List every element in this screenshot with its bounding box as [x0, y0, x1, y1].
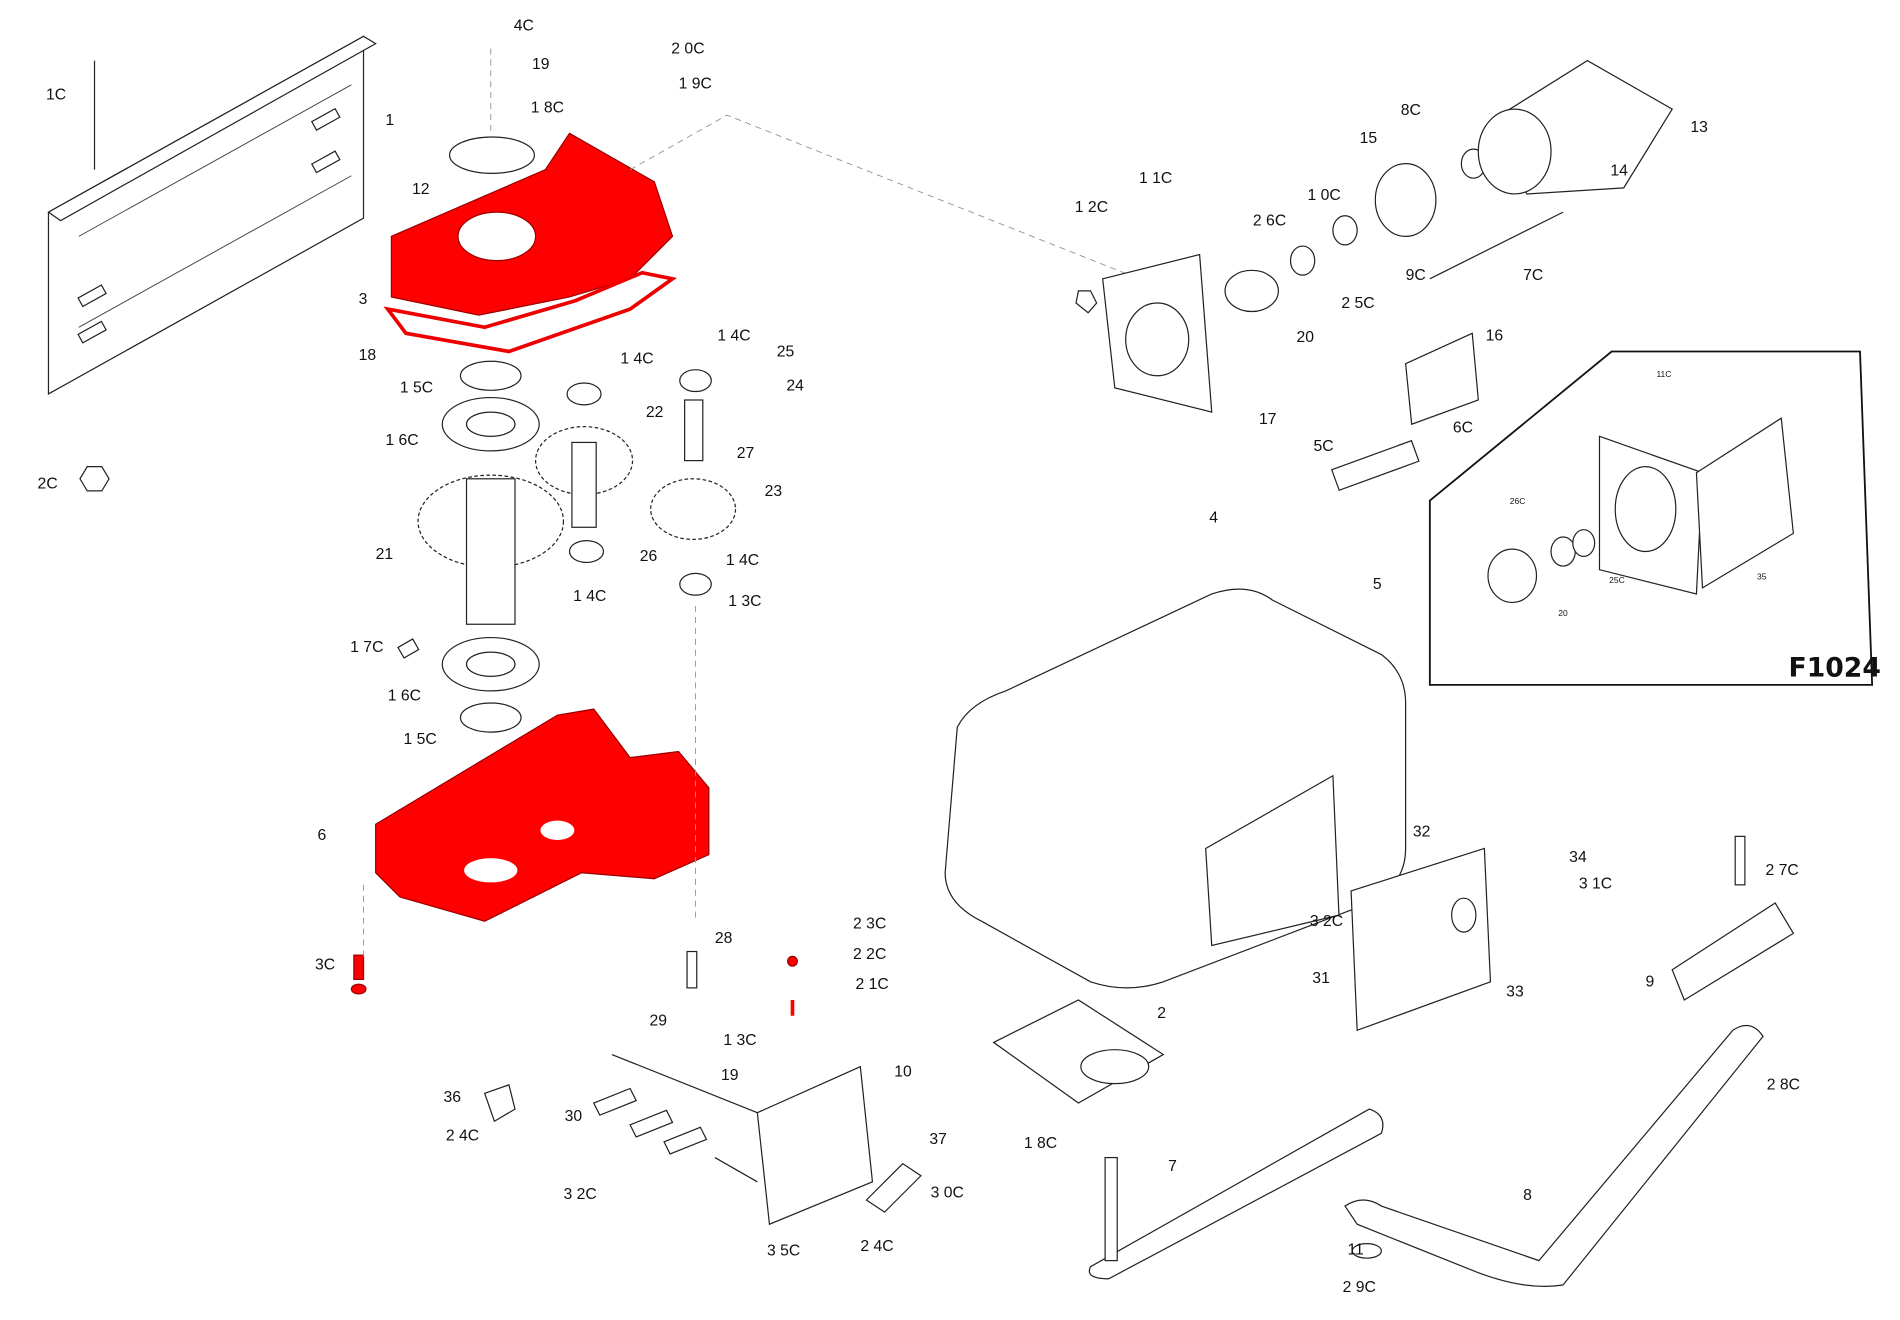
part-label: 8 [1523, 1187, 1532, 1204]
part-label: 26 [640, 548, 658, 565]
part-label: 1 3C [723, 1032, 756, 1049]
part-label: 2 7C [1765, 862, 1798, 879]
part-label: 1 4C [620, 351, 653, 368]
part-label: 27 [737, 445, 755, 462]
part-label: 23 [765, 483, 783, 500]
part-label: 25C [1609, 575, 1625, 585]
part-label: 16 [1486, 328, 1504, 345]
part-label: 6C [1453, 420, 1473, 437]
part-label: 3 [359, 291, 368, 308]
part-label: 11C [1656, 369, 1671, 379]
motor-cover [944, 588, 1492, 1104]
part-label: 1 4C [717, 328, 750, 345]
part-label: 21 [376, 546, 394, 563]
part-label: 1 5C [400, 380, 433, 397]
mounting-plate [47, 35, 377, 492]
part-label: 2 3C [853, 915, 886, 932]
part-label: 3 1C [1579, 875, 1612, 892]
part-label: 12 [412, 181, 430, 198]
part-label: 1 2C [1075, 199, 1108, 216]
part-label: 7 [1168, 1158, 1177, 1175]
part-label: 8C [1401, 102, 1421, 119]
part-label: 1 1C [1139, 170, 1172, 187]
part-label: 15 [1360, 130, 1378, 147]
part-label: 1 9C [679, 75, 712, 92]
part-label: 1 4C [573, 588, 606, 605]
part-label: 18 [359, 347, 377, 364]
motor-assembly [1075, 59, 1674, 491]
part-label: 1 8C [531, 100, 564, 117]
inset-motor-variant [1428, 350, 1874, 686]
part-label: 1 3C [728, 593, 761, 610]
gearbox-top-cover [383, 132, 677, 354]
part-label: 33 [1506, 983, 1524, 1000]
part-label: 2 6C [1253, 212, 1286, 229]
part-label: 34 [1569, 849, 1587, 866]
figure-code: F1024 [1789, 652, 1881, 683]
part-label: 24 [786, 377, 804, 394]
part-label: 35 [1757, 571, 1767, 581]
gearbox-bottom-housing [350, 708, 798, 1016]
part-label: 1 8C [1024, 1135, 1057, 1152]
part-label: 19 [532, 56, 550, 73]
gear-assembly [397, 360, 737, 733]
part-label: 2 4C [446, 1128, 479, 1145]
part-label: 4 [1209, 509, 1218, 526]
part-label: 4C [514, 17, 534, 34]
part-label: 2 5C [1341, 295, 1374, 312]
inset-part-labels: 11C 26C 25C 20 35 [1510, 369, 1767, 618]
part-label: 36 [443, 1089, 461, 1106]
part-label: 3 2C [563, 1186, 596, 1203]
part-label: 19 [721, 1067, 739, 1084]
part-label: 10 [894, 1063, 912, 1080]
part-label: 2 1C [855, 976, 888, 993]
part-label: 3 5C [767, 1243, 800, 1260]
part-label: 20 [1297, 329, 1315, 346]
part-label: 1 6C [385, 432, 418, 449]
part-label: 31 [1312, 970, 1330, 987]
part-label: 3C [315, 957, 335, 974]
part-label: 2 2C [853, 946, 886, 963]
part-label: 7C [1523, 267, 1543, 284]
part-label: 14 [1610, 163, 1628, 180]
part-label: 1 0C [1307, 187, 1340, 204]
part-label: 3 0C [931, 1185, 964, 1202]
part-label: 5C [1314, 438, 1334, 455]
part-label: 3 2C [1310, 913, 1343, 930]
release-bracket [483, 950, 922, 1226]
part-label: 1 [385, 112, 394, 129]
part-label: 1 4C [726, 552, 759, 569]
part-label: 22 [646, 404, 664, 421]
part-label: 2 0C [671, 40, 704, 57]
assembly-axis-lines [363, 48, 1140, 958]
part-label: 25 [777, 343, 795, 360]
part-label: 2C [38, 475, 58, 492]
part-label: 6 [317, 827, 326, 844]
part-label: 20 [1558, 608, 1568, 618]
part-label: 1C [46, 86, 66, 103]
part-label: 37 [929, 1131, 947, 1148]
part-label: 11 [1347, 1242, 1363, 1259]
part-label: 5 [1373, 576, 1382, 593]
arm-levers [1088, 835, 1795, 1287]
part-label: 2 9C [1343, 1279, 1376, 1296]
part-label: 28 [715, 930, 733, 947]
part-label: 30 [565, 1108, 583, 1125]
part-label: 17 [1259, 411, 1277, 428]
part-label: 2 8C [1767, 1077, 1800, 1094]
part-label: 2 [1157, 1005, 1166, 1022]
part-label: 29 [649, 1012, 667, 1029]
part-label: 13 [1690, 119, 1708, 136]
part-label: 1 6C [388, 688, 421, 705]
part-label: 32 [1413, 823, 1431, 840]
part-label: 1 7C [350, 639, 383, 656]
part-label: 9 [1646, 974, 1655, 991]
part-label: 9C [1406, 267, 1426, 284]
part-label: 26C [1510, 496, 1526, 506]
part-label: 1 5C [404, 731, 437, 748]
part-label: 2 4C [860, 1238, 893, 1255]
